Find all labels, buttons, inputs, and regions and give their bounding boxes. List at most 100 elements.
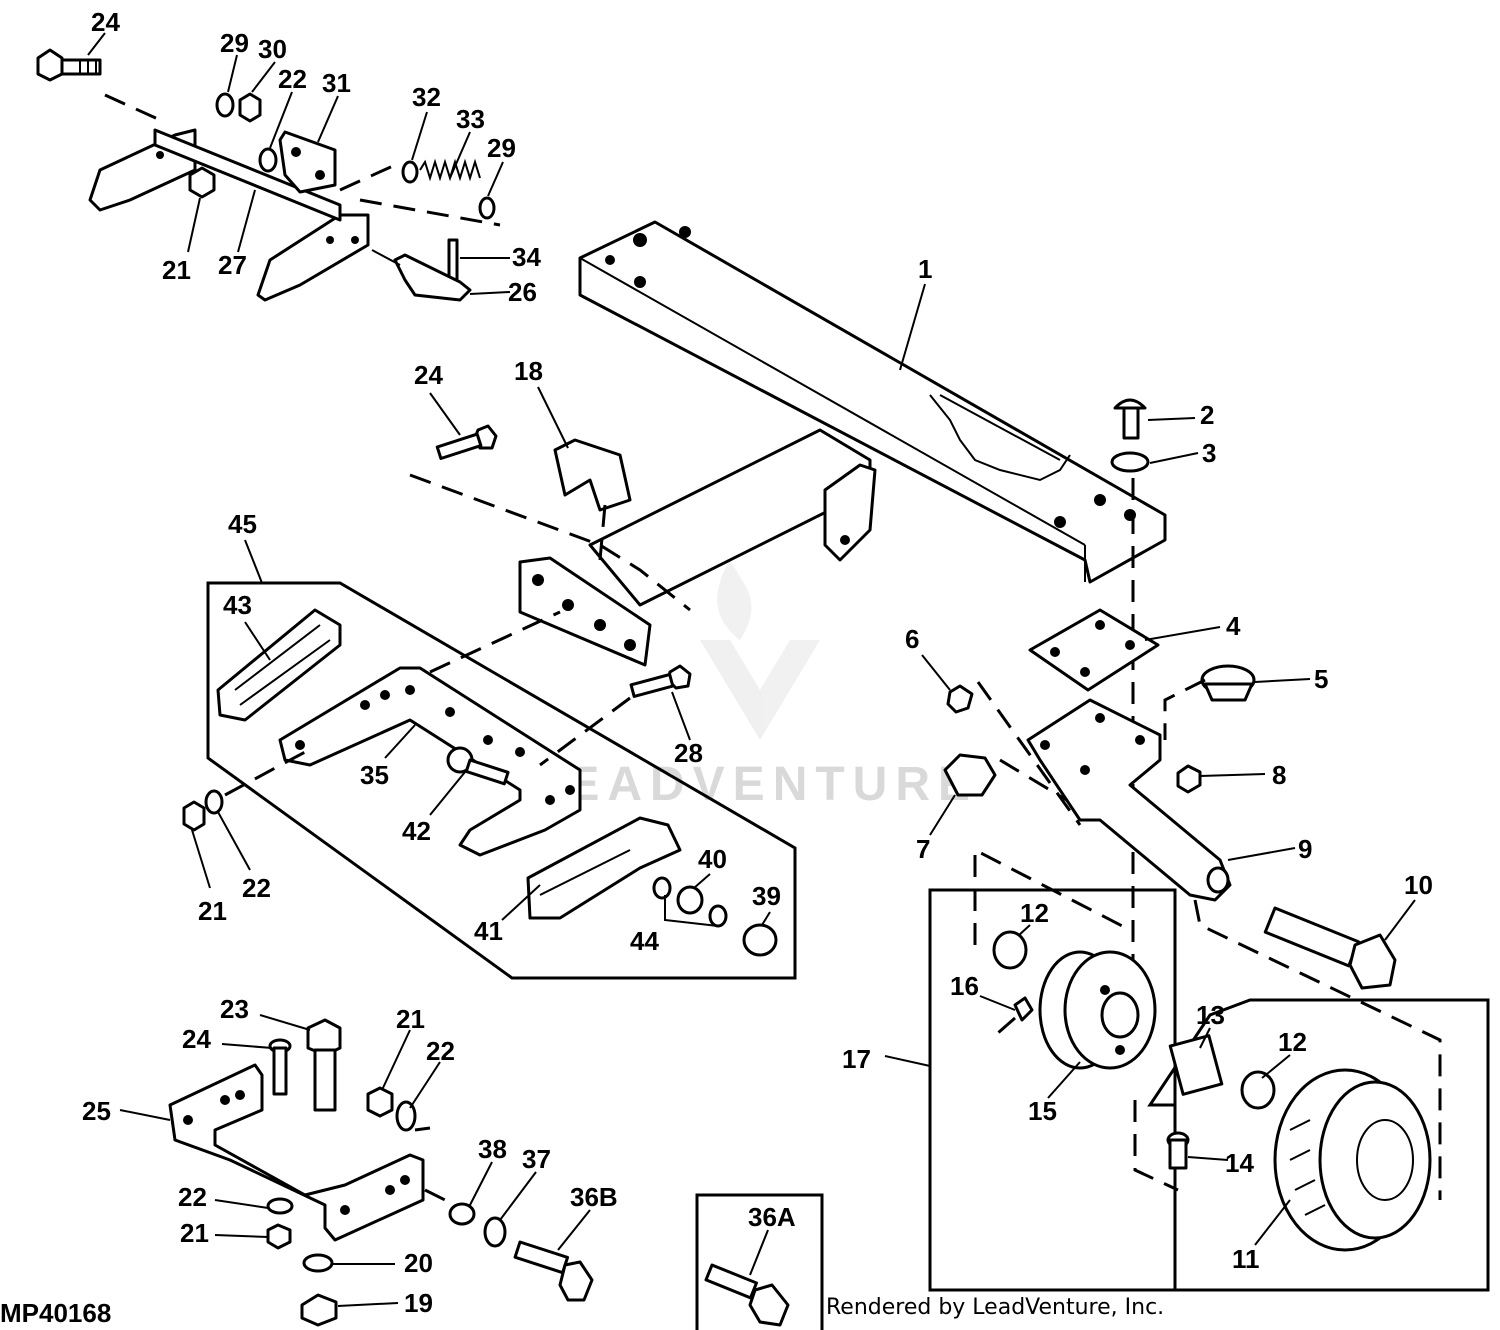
callout: 22 [242,873,271,903]
axle-beam [578,220,1167,584]
wheel-kit-outline [928,888,1177,1292]
washer-29 [215,92,235,118]
bolt-36a-head [748,1283,790,1327]
fitting-16 [1013,996,1034,1022]
callout: 39 [752,881,781,911]
callout: 15 [1028,1096,1057,1126]
callout: 20 [404,1248,433,1278]
callout: 23 [220,994,249,1024]
callout: 11 [1232,1244,1260,1274]
nut-21 [188,166,216,199]
callout: 43 [223,590,252,620]
callout: 22 [426,1036,455,1066]
callout: 21 [198,896,227,926]
bolt-10-head [1348,933,1397,990]
inset-36a-box [695,1193,824,1330]
bolt-28-shank [629,673,675,698]
watermark-logo [700,560,820,740]
callout: 22 [178,1182,207,1212]
callout: 24 [414,360,443,390]
callout: 12 [1278,1027,1307,1057]
callout: 21 [180,1218,209,1248]
mount-plate [518,556,652,667]
callout: 16 [950,971,979,1001]
bolt-36b-head [558,1260,594,1302]
callout: 6 [905,624,919,654]
callout: 8 [1272,760,1286,790]
callout: 37 [522,1144,551,1174]
plate-4 [1028,608,1160,692]
callout: 28 [674,738,703,768]
bearing-12b [1240,1070,1276,1110]
tongue-ear [823,463,877,562]
washer-37 [483,1216,507,1248]
washer-20 [302,1253,334,1273]
callout: 21 [162,255,191,285]
nut-21c [366,1086,394,1118]
callout: 1 [918,254,932,284]
bolt-23-head [306,1018,342,1057]
pin-34 [447,238,459,282]
washer-29b [478,196,496,220]
nut-8 [1176,764,1202,794]
bolt-14 [1168,1138,1188,1170]
hitch-pin-group [409,424,691,612]
bracket-25 [168,1063,425,1242]
callout: 3 [1202,438,1216,468]
caster-assembly [928,398,1490,1292]
right-plate [256,213,370,302]
callout: 18 [514,356,543,386]
clip-18 [553,438,632,512]
callout: 19 [404,1288,433,1318]
bolt-23 [313,1048,337,1112]
nut-30 [238,92,262,123]
nut-21d [266,1223,292,1250]
fitting-6 [946,684,974,714]
washer-44a [652,876,672,900]
main-axle-frame [518,220,1167,667]
bracket-41 [526,816,682,920]
callout: 24 [182,1024,211,1054]
spacer-40 [676,885,704,915]
nut-21b [182,800,206,832]
callout: 38 [478,1134,507,1164]
callout: 7 [916,834,930,864]
callout: 2 [1200,400,1214,430]
washer-32 [401,160,419,184]
callout: 35 [360,760,389,790]
bracket-35 [278,666,582,857]
callout: 25 [82,1096,111,1126]
callout: 40 [698,844,727,874]
carriage-bolt [1122,406,1140,440]
rear-bracket-assembly [168,1018,824,1330]
callout: 42 [402,816,431,846]
callout: 13 [1196,1000,1225,1030]
strap-43 [216,608,342,722]
callout: 17 [842,1044,871,1074]
nut-7 [943,753,997,797]
callout: 33 [456,104,485,134]
bolt-10 [1263,906,1360,968]
nut-39 [742,923,778,957]
bolt-42 [464,758,510,786]
callout: 14 [1225,1148,1254,1178]
washer-22c [395,1100,417,1132]
bolt-24c [272,1046,288,1096]
kit-outline [206,581,797,980]
callout: 29 [487,133,516,163]
callout: 5 [1314,664,1328,694]
spacer-13 [1168,1034,1224,1096]
washer-22d [266,1197,294,1215]
bolt-head [36,48,64,82]
washer-44b [708,904,728,928]
callout: 10 [1404,870,1433,900]
callout: 41 [474,916,503,946]
callout: 27 [218,250,247,280]
callout: 4 [1226,611,1241,641]
callout: 9 [1298,834,1312,864]
bushing-38 [448,1202,476,1226]
watermark-text: LEADVENTURE [530,758,978,811]
washer-22 [258,147,278,173]
callout: 24 [91,7,120,37]
